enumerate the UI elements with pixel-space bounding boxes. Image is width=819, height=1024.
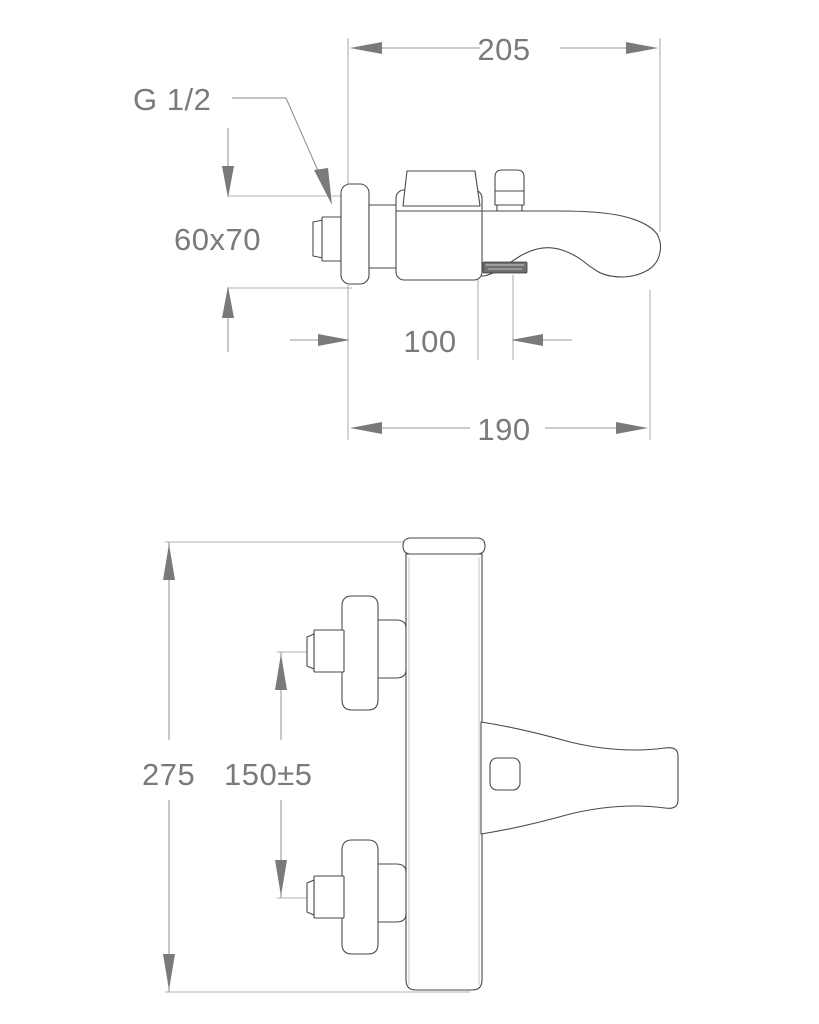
inlet-lower-neck-top <box>377 863 407 873</box>
inlet-lower-flange <box>341 839 379 955</box>
inlet-upper-neck-bottom <box>377 669 407 679</box>
arrow-escutcheon-up <box>222 286 234 318</box>
front-elevation-view: 275 150±5 <box>142 537 679 993</box>
arrow-100-left <box>318 334 350 346</box>
arrow-275-top <box>163 544 175 580</box>
escutcheon-flange <box>340 183 370 285</box>
outlet-marker <box>489 757 521 791</box>
arrow-escutcheon-down <box>222 166 234 198</box>
arrow-150-bottom <box>275 860 287 896</box>
inlet-neck <box>368 204 398 269</box>
thread-spec-label: G 1/2 <box>133 82 211 117</box>
diverter-knob <box>494 169 525 206</box>
side-elevation-view: 205 G 1/2 60x70 <box>133 32 662 447</box>
arrow-thread-leader <box>314 168 332 205</box>
arrow-205-right <box>626 42 658 54</box>
inlet-upper-thread <box>313 629 345 673</box>
arrow-150-top <box>275 654 287 690</box>
mixer-body-cap <box>402 170 481 207</box>
inlet-lower-thread <box>313 875 345 919</box>
inlet-upper-neck-top <box>377 619 407 629</box>
escutcheon-size-label: 60x70 <box>174 222 261 257</box>
shower-outlet-body <box>482 261 528 274</box>
faucet-front-elevation-geometry <box>306 537 679 991</box>
inlet-lower-thread-end <box>306 879 315 916</box>
thread-specification-annotation: G 1/2 <box>133 82 332 205</box>
inlet-upper-flange <box>341 595 379 711</box>
faucet-side-elevation-geometry <box>312 169 662 285</box>
overall-length-value: 205 <box>477 32 530 67</box>
escutcheon-size-annotation: 60x70 <box>174 128 261 352</box>
arrow-190-left <box>350 422 382 434</box>
body-depth-value: 100 <box>403 324 456 359</box>
inlet-thread-stub <box>321 216 342 262</box>
spout-projection-dimension: 190 <box>350 412 648 447</box>
overall-length-dimension: 205 <box>350 32 658 67</box>
side-view-extension-lines <box>228 38 661 440</box>
arrow-190-right <box>616 422 648 434</box>
spout-projection-value: 190 <box>477 412 530 447</box>
spout-upper-profile <box>481 210 658 235</box>
overall-height-dimension: 275 <box>142 542 195 992</box>
arrow-205-left <box>350 42 382 54</box>
inlet-lower-neck-bottom <box>377 913 407 923</box>
body-depth-dimension: 100 <box>290 324 572 359</box>
spout-tip-edge <box>623 233 662 278</box>
overall-height-value: 275 <box>142 757 195 792</box>
arrow-100-right <box>511 334 543 346</box>
body-column <box>405 553 483 991</box>
spout-front-elevation <box>480 721 679 835</box>
inlet-centres-value: 150±5 <box>224 757 312 792</box>
body-top-cap <box>402 537 486 555</box>
inlet-upper-thread-end <box>306 633 315 670</box>
arrow-275-bottom <box>163 954 175 990</box>
shower-outlet-block <box>482 261 528 274</box>
inlet-centres-dimension: 150±5 <box>224 652 312 898</box>
